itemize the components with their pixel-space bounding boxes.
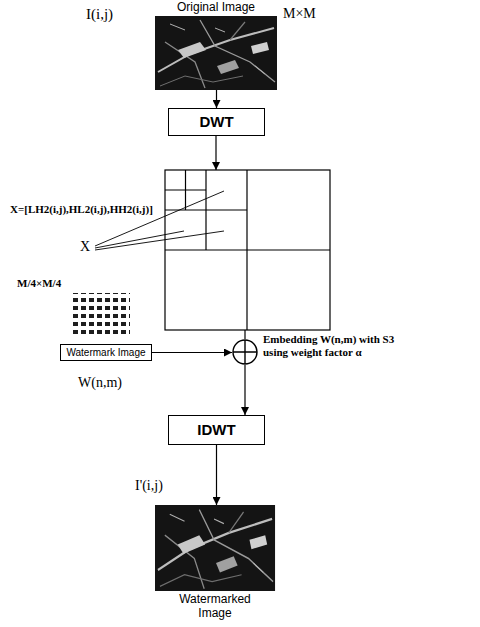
process-box: DWT [168,108,265,136]
watermark-pattern [70,293,130,338]
dwt-subband-grid [165,170,330,330]
adder-ring [233,340,257,364]
box-label: DWT [199,113,233,130]
callout-label: X [80,239,90,255]
box-label: Watermark Image [66,347,145,359]
node-caption: Embedding W(n,m) with S3 using weight fa… [263,333,403,358]
input-box: Watermark Image [60,344,152,361]
process-box: IDWT [168,415,265,445]
image-frame: Original Image [155,16,277,90]
flow-arrow [152,352,232,353]
flow-line [244,330,245,339]
dimension-label: M/4×M/4 [17,277,61,289]
flow-arrow [215,136,216,170]
plus-symbol [233,340,257,364]
formula-label: X=[LH2(i,j),HL2(i,j),HH2(i,j)] [10,203,153,215]
flow-arrow [216,445,217,505]
flow-arrow [216,90,217,108]
symbol-label: I(i,j) [86,6,113,23]
symbol-label: I'(i,j) [135,478,163,494]
flow-arrow [244,365,245,415]
adder-circle: Embedding W(n,m) with S3 using weight fa… [232,339,258,365]
leader-lines [95,191,224,250]
dimension-label: M×M [283,6,316,22]
watermarked-image [155,505,275,591]
node-caption: Original Image [145,1,287,15]
circle-outline [232,339,258,365]
node-caption: Watermarked Image [170,593,260,621]
image-frame: Watermarked Image [155,505,275,591]
watermark-background [70,293,130,338]
symbol-label: W(n,m) [78,375,122,391]
box-label: IDWT [197,421,235,438]
original-image [155,16,277,90]
